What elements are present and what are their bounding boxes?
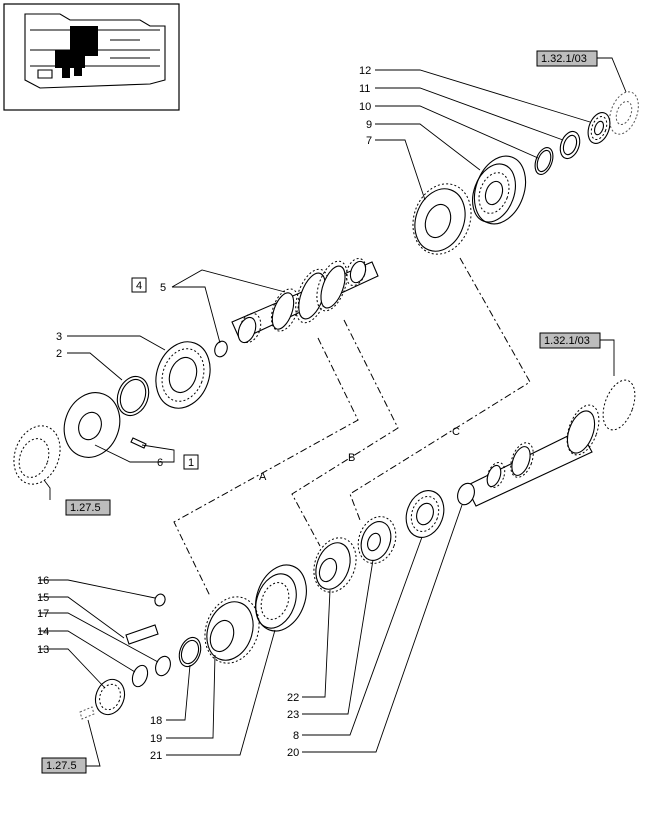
group-box-4: 4 xyxy=(131,277,147,293)
assembly-line-a xyxy=(173,337,359,597)
locator-thumbnail xyxy=(3,3,180,111)
bearing-3 xyxy=(155,341,211,409)
bearing-dotted-top-right xyxy=(609,91,639,135)
ring-17 xyxy=(155,655,171,677)
reference-label: 1.27.5 xyxy=(70,502,101,514)
group-box-1: 1 xyxy=(183,454,199,470)
part-number-10: 10 xyxy=(359,101,371,113)
cover-plate xyxy=(63,392,121,458)
part-number-14: 14 xyxy=(37,626,49,638)
circlip-10 xyxy=(534,147,554,175)
reference-box-1-27-5-left[interactable]: 1.27.5 xyxy=(65,499,111,516)
part-number-12: 12 xyxy=(359,65,371,77)
part-number-2: 2 xyxy=(56,348,62,360)
reference-label: 1.32.1/03 xyxy=(544,335,590,347)
assembly-line-c xyxy=(349,257,531,521)
gear-19 xyxy=(204,596,260,664)
part-number-16: 16 xyxy=(37,575,49,587)
part-number-15: 15 xyxy=(37,592,49,604)
circlip-18 xyxy=(178,636,202,668)
circlip-2 xyxy=(116,375,150,417)
part-number-6: 6 xyxy=(157,457,163,469)
part-number-23: 23 xyxy=(287,709,299,721)
part-number-19: 19 xyxy=(150,733,162,745)
mainshaft-5 xyxy=(231,257,379,344)
reference-label: 1.27.5 xyxy=(46,760,77,772)
part-number-13: 13 xyxy=(37,644,49,656)
gear-dotted-right xyxy=(602,379,636,431)
countershaft xyxy=(457,404,600,507)
part-number-4: 4 xyxy=(136,280,142,292)
bearing-13 xyxy=(94,678,126,716)
pin-dotted xyxy=(79,706,95,720)
bearing-8 xyxy=(405,490,445,538)
ring-11 xyxy=(559,130,581,160)
part-number-3: 3 xyxy=(56,331,62,343)
part-number-1: 1 xyxy=(188,457,194,469)
part-number-22: 22 xyxy=(287,692,299,704)
bearing-12 xyxy=(587,112,611,144)
section-letter-b: B xyxy=(348,452,355,464)
part-number-20: 20 xyxy=(287,747,299,759)
part-number-21: 21 xyxy=(150,750,162,762)
pin-6 xyxy=(130,437,147,449)
gear-22 xyxy=(313,537,357,593)
synchro-hub-21 xyxy=(255,564,307,632)
section-letter-c: C xyxy=(452,426,460,438)
gear-7 xyxy=(412,183,472,255)
reference-label: 1.32.1/03 xyxy=(541,53,587,65)
circlip-14 xyxy=(131,664,149,688)
washer-16 xyxy=(154,593,166,607)
part-number-8: 8 xyxy=(293,730,299,742)
assembly-line-b xyxy=(291,319,399,547)
part-number-17: 17 xyxy=(37,608,49,620)
gear-dotted-left xyxy=(13,425,61,485)
part-number-11: 11 xyxy=(359,83,370,95)
bush-small xyxy=(214,340,228,358)
section-letter-a: A xyxy=(259,471,267,483)
part-number-9: 9 xyxy=(366,119,372,131)
sleeve-15 xyxy=(125,624,159,645)
part-number-7: 7 xyxy=(366,135,372,147)
reference-box-1-27-5-bottom[interactable]: 1.27.5 xyxy=(41,757,87,774)
part-number-18: 18 xyxy=(150,715,162,727)
reference-box-1-32-1-03-top[interactable]: 1.32.1/03 xyxy=(536,50,598,67)
gear-23 xyxy=(357,516,397,564)
synchro-hub-9 xyxy=(472,155,527,225)
part-number-5: 5 xyxy=(160,282,166,294)
reference-box-1-32-1-03-middle[interactable]: 1.32.1/03 xyxy=(539,332,601,349)
